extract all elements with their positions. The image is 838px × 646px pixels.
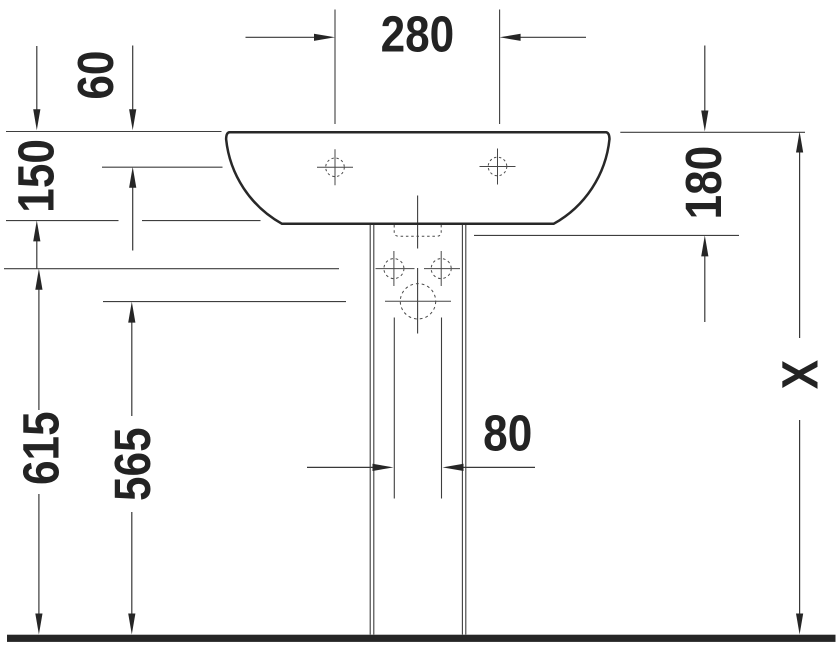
svg-text:X: X [773,360,830,390]
svg-text:615: 615 [13,411,70,485]
svg-text:80: 80 [483,406,532,463]
svg-text:280: 280 [381,7,455,64]
svg-text:60: 60 [68,51,125,100]
svg-text:180: 180 [676,146,733,220]
svg-text:150: 150 [9,139,66,213]
svg-text:565: 565 [105,427,162,501]
